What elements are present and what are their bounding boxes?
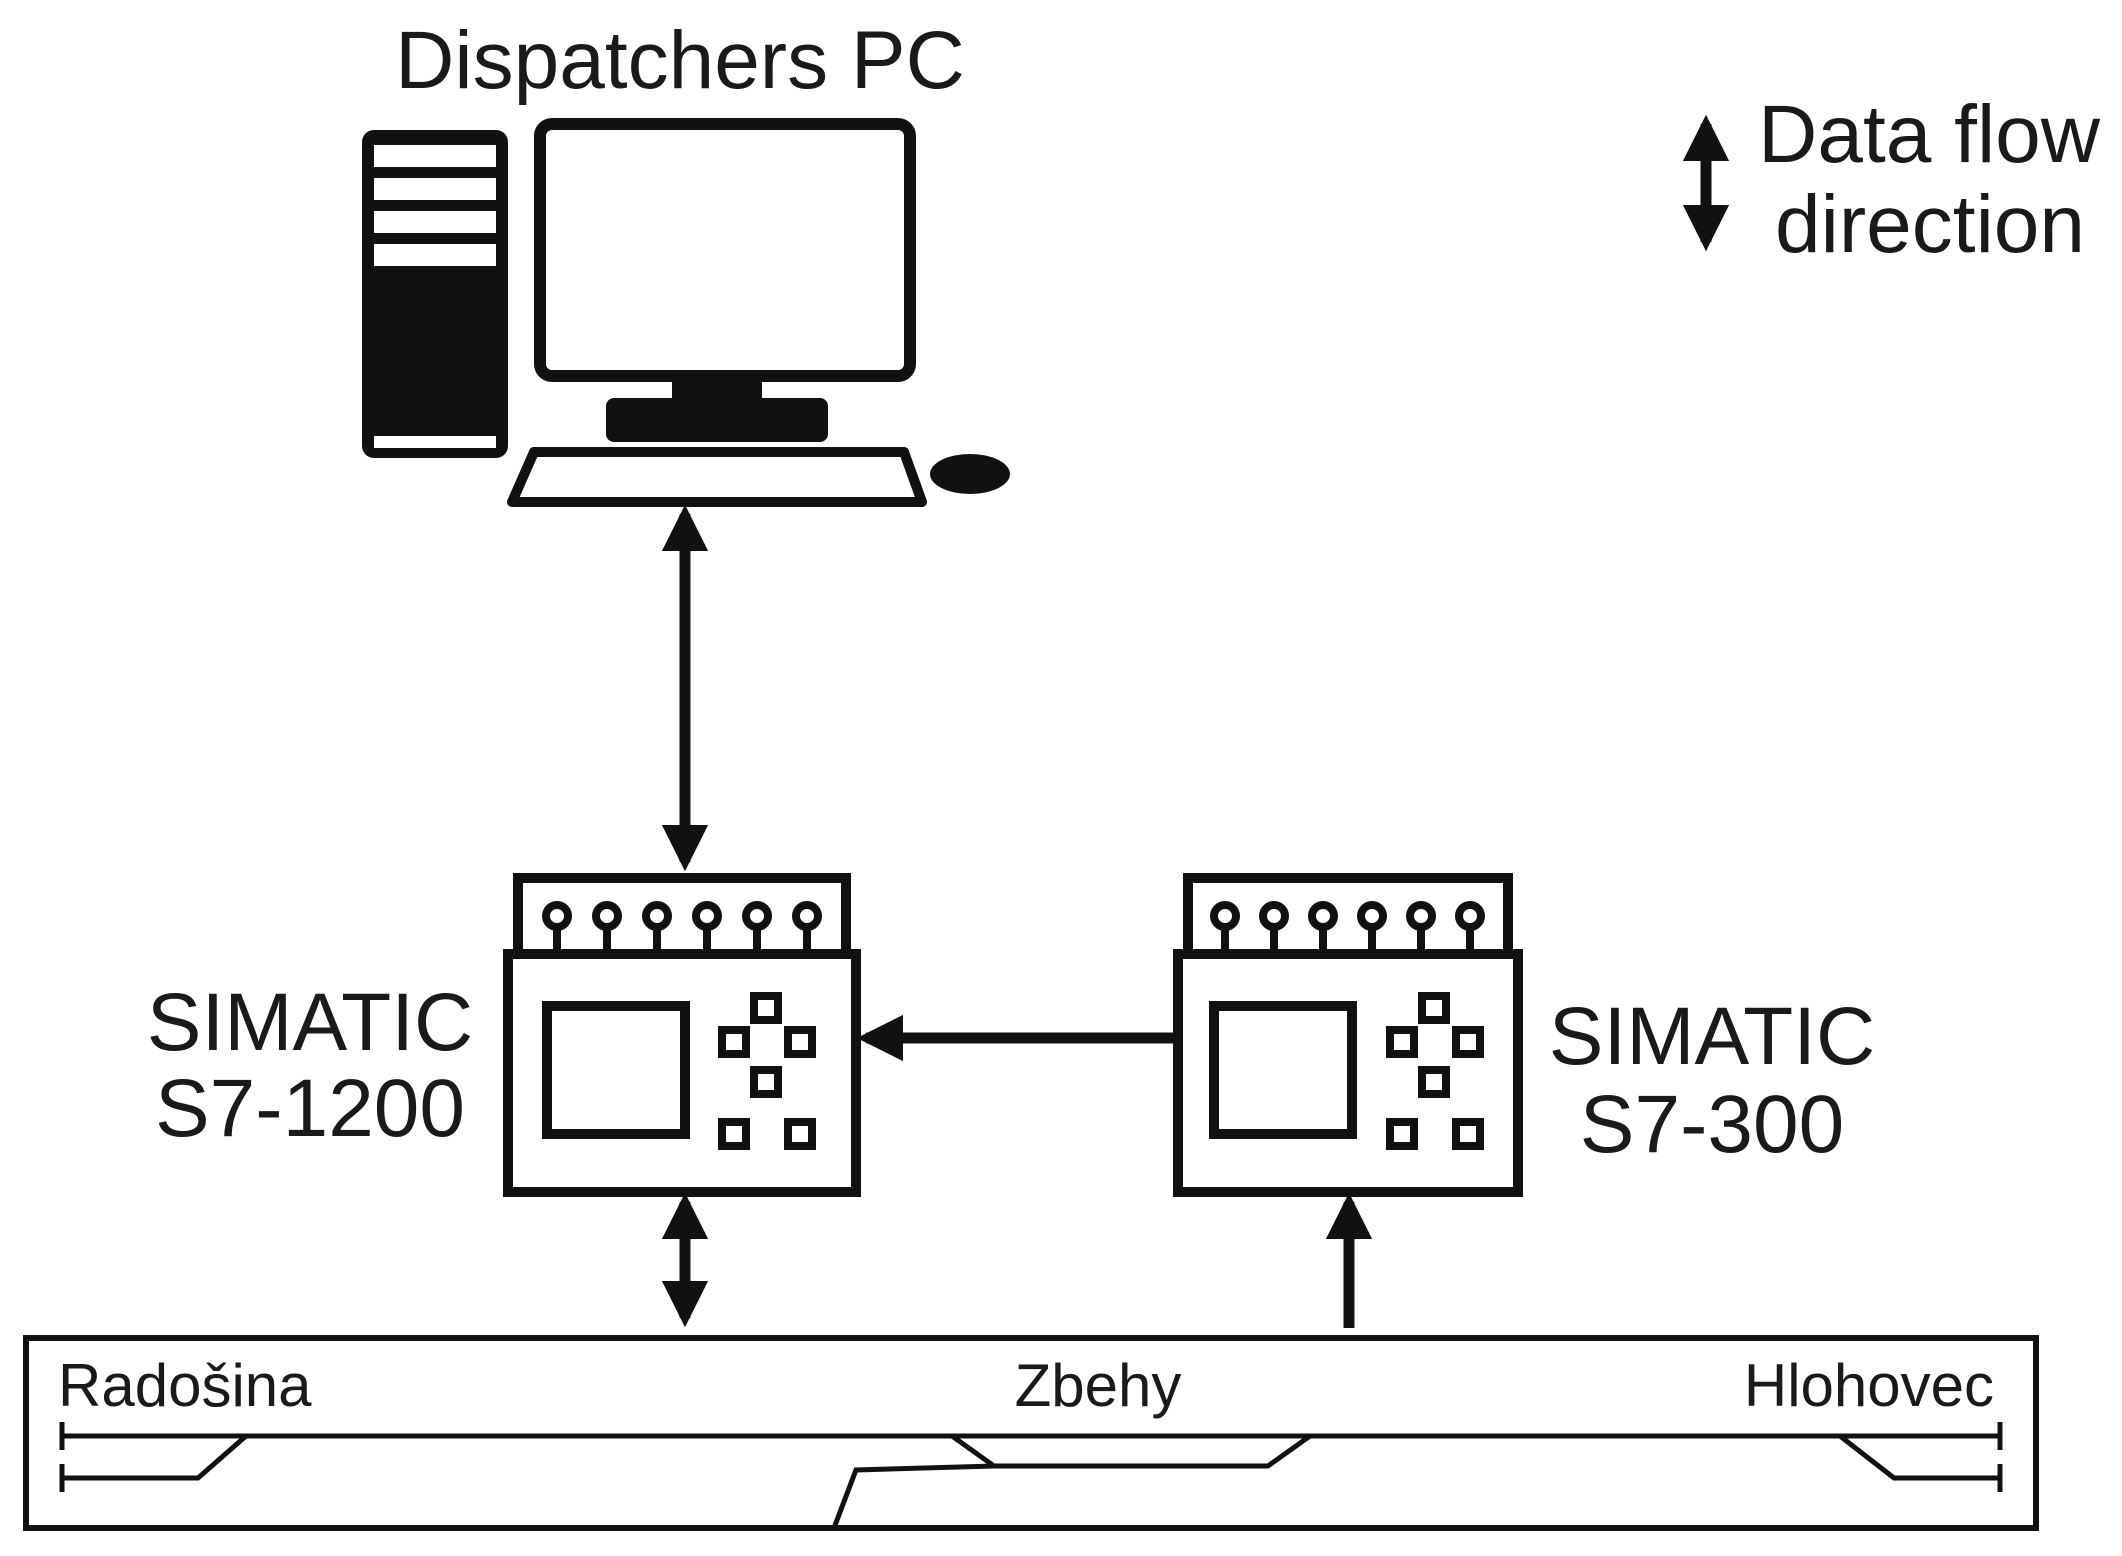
computer-icon <box>362 118 1010 507</box>
plc-right-line2: S7-300 <box>1580 1079 1844 1170</box>
plc-left-line2: S7-1200 <box>155 1063 465 1154</box>
station-radosina: Radošina <box>58 1352 312 1419</box>
legend-line2: direction <box>1775 179 2085 270</box>
plc-left-line1: SIMATIC <box>147 977 473 1068</box>
legend-line1: Data flow <box>1758 89 2101 180</box>
track-panel <box>23 1335 2039 1531</box>
pc-label: Dispatchers PC <box>395 15 965 106</box>
plc-right-line1: SIMATIC <box>1549 991 1875 1082</box>
track-lines <box>59 1422 2003 1529</box>
plc-s7-300-icon <box>1173 873 1523 1197</box>
station-hlohovec: Hlohovec <box>1744 1352 1994 1419</box>
station-zbehy: Zbehy <box>1015 1352 1182 1419</box>
plc-s7-1200-icon <box>503 873 861 1197</box>
legend: Data flow direction <box>1682 89 2101 270</box>
